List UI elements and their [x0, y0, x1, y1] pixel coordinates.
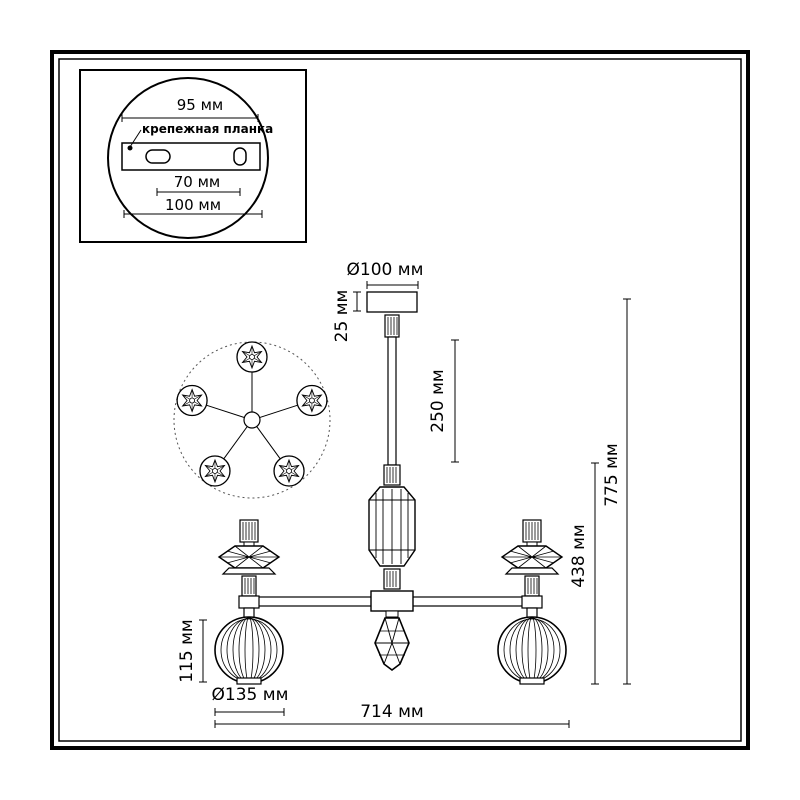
shade-diameter-label: Ø135 мм: [212, 685, 289, 705]
plate-name-label: крепежная планка: [142, 122, 273, 136]
total-width-label: 714 мм: [360, 702, 424, 722]
shade-height-label: 115 мм: [177, 619, 197, 683]
hole-spacing-label: 70 мм: [174, 173, 221, 191]
mounting-plate-inset: 95 мм крепежная планка 70 мм 100 мм: [79, 69, 307, 243]
hanging-crystal-pendant: [374, 617, 410, 671]
top-view-hub: [243, 411, 261, 429]
canopy-height-label: 25 мм: [332, 290, 352, 343]
plate-width-label: 95 мм: [177, 96, 224, 114]
central-crystal-column: [368, 486, 416, 567]
inset-diameter-label: 100 мм: [165, 196, 221, 214]
total-height-label: 775 мм: [602, 443, 622, 507]
top-view-crystal-head: [199, 455, 231, 487]
drawing-frame: [50, 50, 750, 750]
top-view-crystal-head: [176, 384, 208, 417]
lower-coupling: [383, 568, 401, 590]
plate-slot-left: [145, 149, 171, 164]
center-hub: [370, 590, 414, 612]
body-height-label: 438 мм: [569, 524, 589, 588]
top-view-crystal-head: [236, 341, 268, 373]
suspension-rod: [387, 336, 397, 466]
leader-dot: [127, 145, 133, 151]
plate-slot-right: [233, 147, 247, 166]
rod-length-label: 250 мм: [428, 369, 448, 433]
chandelier-elevation: Ø100 мм 25 мм: [214, 260, 567, 685]
top-view-arms: [176, 341, 328, 487]
top-view-crystal-head: [273, 455, 305, 487]
top-coupling: [384, 314, 400, 338]
canopy-diameter-label: Ø100 мм: [347, 260, 424, 280]
dimension-annotations: 250 мм 775 мм 438 мм 115 мм Ø135 мм 714 …: [177, 298, 631, 728]
rod-coupling: [383, 464, 401, 486]
top-view-crystal-head: [296, 384, 328, 417]
top-view: [173, 341, 331, 499]
canopy: [366, 291, 418, 313]
